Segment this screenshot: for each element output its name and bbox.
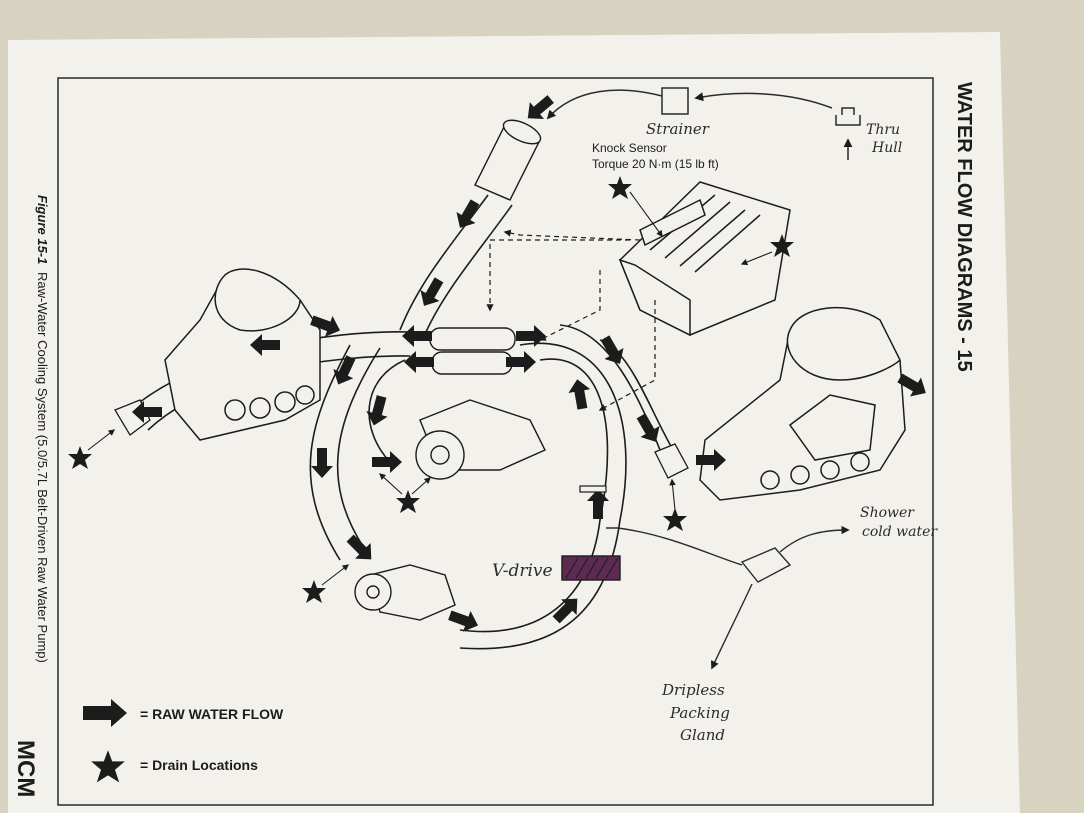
brand-logo: MCM bbox=[12, 740, 39, 797]
flow-arrow-icon bbox=[448, 610, 479, 632]
legend-drain-locations: = Drain Locations bbox=[140, 757, 258, 773]
hose-upper-left bbox=[399, 194, 489, 331]
drain-stars bbox=[68, 176, 794, 603]
flow-arrow-icon bbox=[404, 351, 434, 373]
drain-star-icon bbox=[396, 490, 420, 513]
legend-arrow-icon bbox=[83, 699, 127, 727]
drain-star-icon bbox=[302, 580, 326, 603]
strainer-label: Strainer bbox=[646, 120, 710, 138]
flow-arrow-icon bbox=[333, 355, 356, 385]
engine-block bbox=[618, 181, 791, 337]
flow-arrow-icon bbox=[310, 315, 341, 337]
v-drive-label: V-drive bbox=[492, 561, 553, 581]
flow-arrows bbox=[132, 95, 926, 632]
legend-star-icon bbox=[91, 750, 125, 783]
legend: = RAW WATER FLOW = Drain Locations bbox=[83, 699, 284, 783]
hose-right-loop bbox=[459, 358, 609, 633]
flow-arrow-icon bbox=[346, 534, 372, 560]
flow-arrow-icon bbox=[527, 95, 554, 119]
flow-arrow-icon bbox=[897, 373, 926, 397]
hose-clamp bbox=[579, 485, 607, 493]
cold-water-label: cold water bbox=[862, 524, 938, 540]
figure-frame bbox=[57, 77, 934, 806]
knock-sensor-label: Knock Sensor bbox=[592, 141, 667, 155]
left-exhaust-manifold bbox=[164, 268, 321, 441]
drain-star-icon bbox=[608, 176, 632, 199]
right-exhaust-manifold bbox=[699, 307, 906, 501]
flow-arrow-icon bbox=[568, 379, 591, 410]
flow-arrow-icon bbox=[372, 451, 402, 473]
v-drive-box bbox=[561, 555, 621, 581]
flow-arrow-icon bbox=[132, 401, 162, 423]
v-drive-hatching bbox=[565, 557, 619, 579]
raw-water-pump bbox=[354, 564, 456, 621]
drain-leader-lines bbox=[87, 191, 773, 586]
drain-star-icon bbox=[68, 446, 92, 469]
hose-upper-left-edge bbox=[425, 204, 513, 333]
flow-arrow-icon bbox=[456, 199, 480, 228]
gland-label: Gland bbox=[680, 726, 725, 744]
thru-hull-icon bbox=[835, 107, 861, 126]
figure-caption: Figure 15-1 Raw-Water Cooling System (5.… bbox=[35, 195, 50, 663]
sensor-dashed-lines bbox=[486, 229, 656, 411]
drain-star-icon bbox=[663, 508, 687, 531]
handwritten-plumbing bbox=[606, 525, 850, 670]
flow-arrow-icon bbox=[311, 448, 333, 478]
legend-raw-water-flow: = RAW WATER FLOW bbox=[140, 706, 284, 722]
dripless-label: Dripless bbox=[661, 681, 725, 699]
torque-label: Torque 20 N·m (15 lb ft) bbox=[592, 157, 719, 171]
hose-left-loop-edge bbox=[336, 347, 381, 549]
shower-label: Shower bbox=[860, 505, 915, 521]
strainer-box bbox=[661, 87, 689, 115]
handwritten-strainer-sketch bbox=[546, 87, 861, 160]
flow-arrow-icon bbox=[552, 598, 578, 624]
inline-strainer bbox=[474, 119, 542, 201]
page-title: WATER FLOW DIAGRAMS - 15 bbox=[953, 82, 975, 372]
flow-arrow-icon bbox=[516, 325, 546, 347]
flow-arrow-icon bbox=[402, 325, 432, 347]
tap-line bbox=[606, 527, 743, 566]
flow-arrow-icon bbox=[587, 489, 609, 519]
flow-arrow-icon bbox=[250, 334, 280, 356]
flow-arrow-icon bbox=[366, 395, 388, 426]
flow-arrow-icon bbox=[600, 335, 624, 364]
flow-arrow-icon bbox=[696, 449, 726, 471]
right-elbow-fitting bbox=[654, 443, 689, 479]
circulating-pump bbox=[415, 399, 546, 480]
flow-arrow-icon bbox=[420, 277, 444, 306]
tee-fitting bbox=[740, 547, 792, 583]
drain-star-icon bbox=[770, 234, 794, 257]
figure-label: Figure 15-1 bbox=[35, 195, 50, 264]
hose-right-loop-edge bbox=[459, 342, 627, 650]
flow-arrow-icon bbox=[636, 413, 660, 442]
hose-small-loop bbox=[368, 359, 406, 463]
flow-arrow-icon bbox=[506, 351, 536, 373]
thru-label: Thru bbox=[866, 122, 900, 138]
hull-label: Hull bbox=[871, 140, 902, 156]
figure-caption-text: Raw-Water Cooling System (5.0/5.7L Belt-… bbox=[35, 272, 50, 663]
packing-label: Packing bbox=[669, 704, 730, 722]
